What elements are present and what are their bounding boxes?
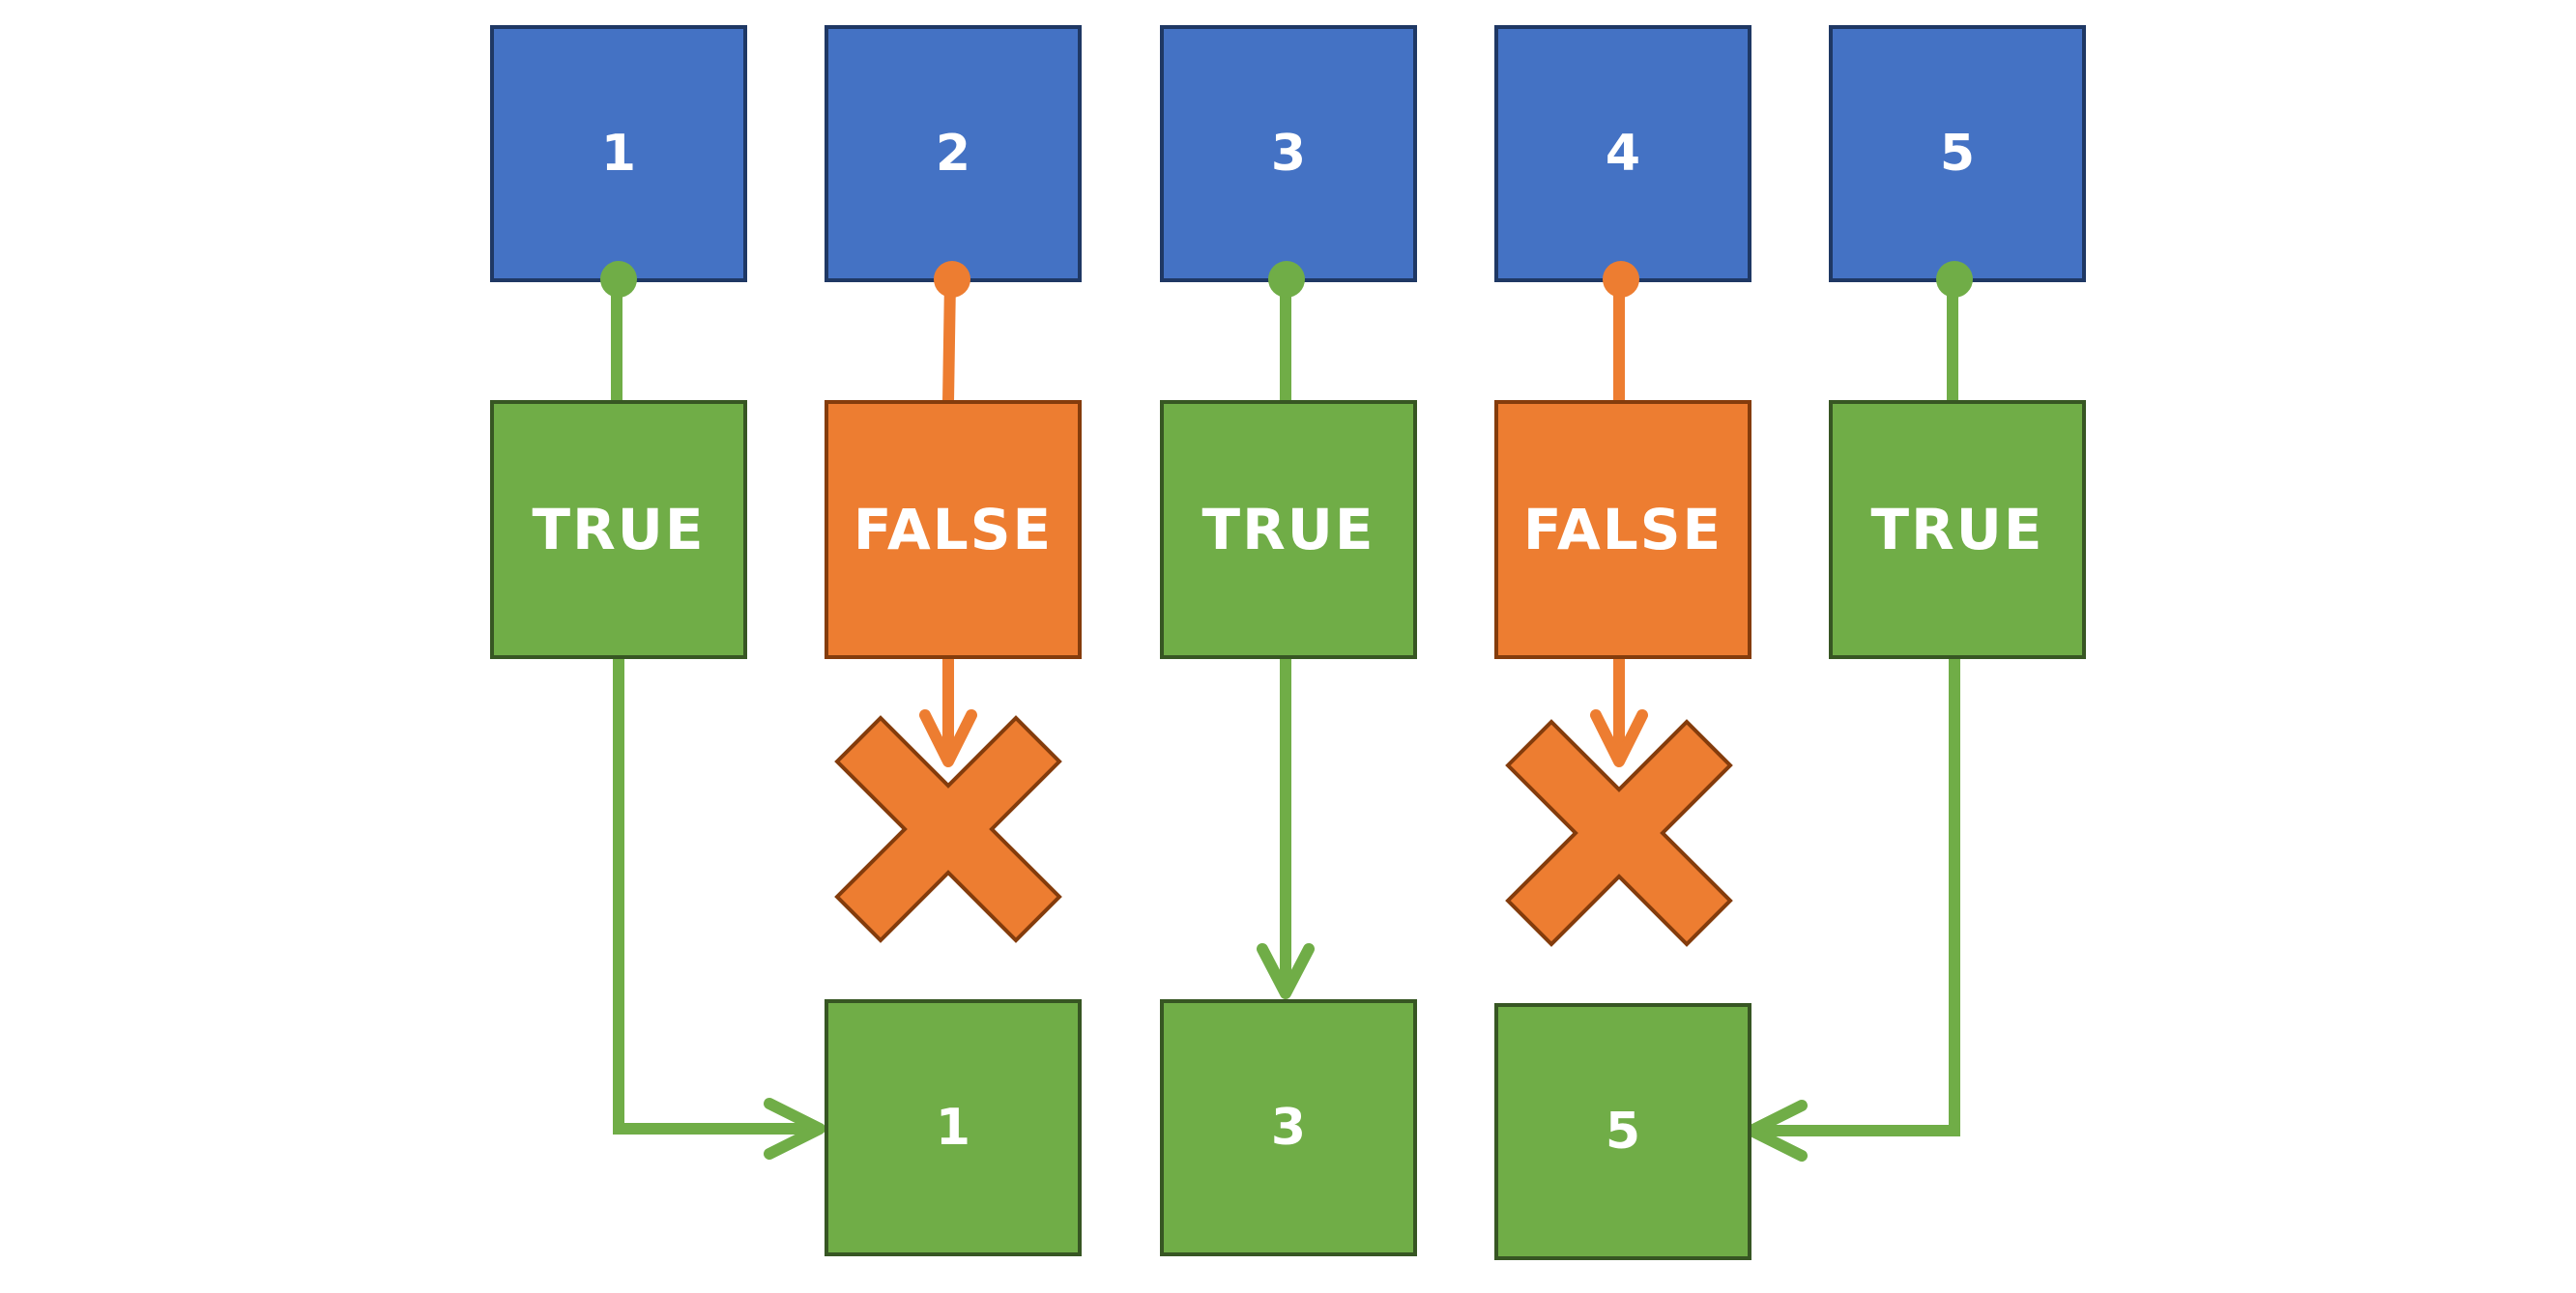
reject-x-icon — [1505, 719, 1733, 947]
output-label: 3 — [1271, 1099, 1306, 1157]
input-label: 5 — [1940, 125, 1975, 183]
result-label: TRUE — [1202, 497, 1375, 562]
input-box: 2 — [825, 25, 1082, 282]
result-row: TRUE FALSE TRUE FALSE TRUE — [490, 400, 2086, 659]
arrowhead-2 — [919, 709, 977, 767]
reject-x-icon — [834, 715, 1062, 943]
input-box: 4 — [1494, 25, 1751, 282]
input-box: 1 — [490, 25, 747, 282]
result-label: TRUE — [533, 497, 706, 562]
input-label: 3 — [1271, 125, 1306, 183]
connector-dot-false — [1603, 261, 1639, 298]
input-box: 3 — [1160, 25, 1417, 282]
arrowhead-4 — [1590, 709, 1648, 767]
output-box: 1 — [825, 999, 1082, 1256]
input-row: 1 2 3 4 5 — [490, 25, 2086, 282]
input-box: 5 — [1829, 25, 2086, 282]
output-box: 5 — [1494, 1003, 1751, 1260]
path-line-1 — [613, 657, 820, 1135]
input-label: 1 — [601, 125, 636, 183]
result-box-true: TRUE — [1829, 400, 2086, 659]
connector-dot-true — [1268, 261, 1305, 298]
path-line-5 — [1751, 657, 1960, 1136]
result-box-true: TRUE — [490, 400, 747, 659]
connectors — [611, 279, 1960, 1162]
arrowhead-1 — [764, 1098, 825, 1160]
result-box-false: FALSE — [825, 400, 1082, 659]
connector-dot-true — [600, 261, 637, 298]
result-box-true: TRUE — [1160, 400, 1417, 659]
output-label: 1 — [936, 1099, 970, 1157]
input-label: 2 — [936, 125, 970, 183]
input-label: 4 — [1606, 125, 1640, 183]
result-label: FALSE — [1523, 497, 1722, 562]
connector-dots — [600, 261, 1973, 298]
output-box: 3 — [1160, 999, 1417, 1256]
output-row: 1 3 5 — [825, 999, 1751, 1260]
result-label: TRUE — [1871, 497, 2044, 562]
result-box-false: FALSE — [1494, 400, 1751, 659]
connector-dot-false — [934, 261, 970, 298]
stem-line-2 — [942, 279, 956, 403]
output-label: 5 — [1606, 1103, 1640, 1161]
result-label: FALSE — [854, 497, 1053, 562]
arrowhead-3 — [1257, 943, 1315, 999]
reject-marks — [834, 715, 1733, 947]
connector-dot-true — [1936, 261, 1973, 298]
